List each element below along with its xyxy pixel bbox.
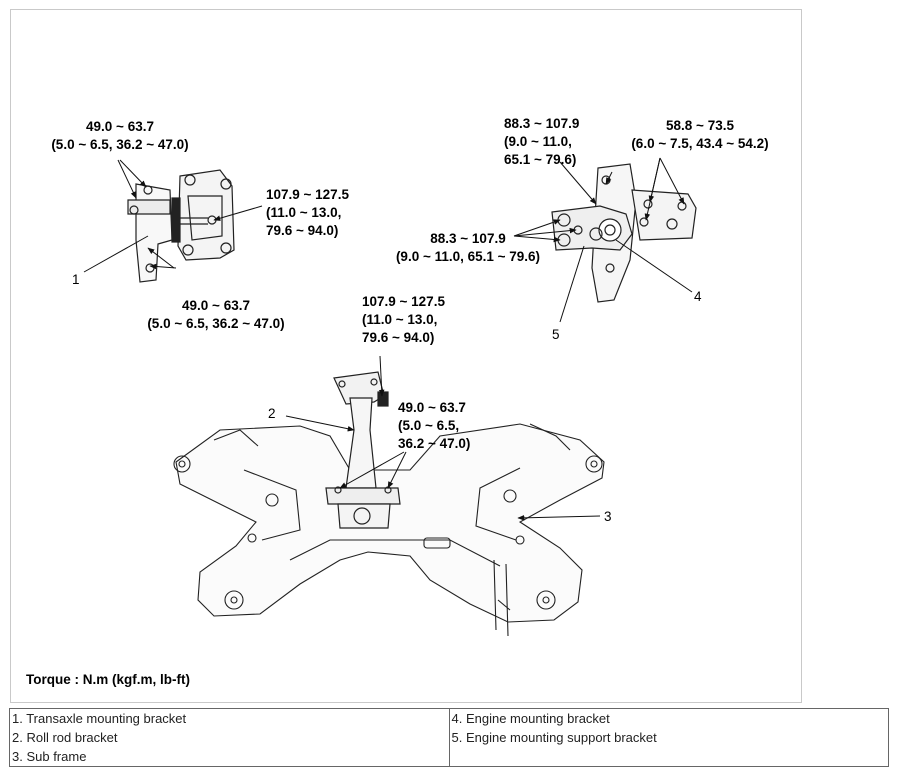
part-number-4: 4 (694, 289, 702, 304)
legend-item: 4. Engine mounting bracket (451, 711, 610, 726)
svg-text:(5.0 ~ 6.5, 36.2 ~ 47.0): (5.0 ~ 6.5, 36.2 ~ 47.0) (51, 137, 188, 152)
callout-roll-rod-bottom: 49.0 ~ 63.7 (5.0 ~ 6.5, 36.2 ~ 47.0) (398, 400, 470, 451)
torque-unit-label: Torque : N.m (kgf.m, lb-ft) (26, 672, 190, 687)
svg-text:79.6 ~ 94.0): 79.6 ~ 94.0) (266, 223, 338, 238)
svg-text:79.6 ~ 94.0): 79.6 ~ 94.0) (362, 330, 434, 345)
roll-rod-bracket (325, 371, 401, 529)
svg-text:107.9 ~ 127.5: 107.9 ~ 127.5 (362, 294, 445, 309)
parts-legend-table: 1. Transaxle mounting bracket 2. Roll ro… (9, 708, 889, 767)
svg-text:(9.0 ~ 11.0,: (9.0 ~ 11.0, (504, 134, 572, 149)
sub-frame (173, 423, 605, 637)
svg-text:58.8 ~ 73.5: 58.8 ~ 73.5 (666, 118, 734, 133)
svg-text:49.0 ~ 63.7: 49.0 ~ 63.7 (182, 298, 250, 313)
svg-text:49.0 ~ 63.7: 49.0 ~ 63.7 (86, 119, 154, 134)
part-number-5: 5 (552, 327, 560, 342)
leader-lines (83, 157, 693, 521)
callout-engine-top-left: 88.3 ~ 107.9 (9.0 ~ 11.0, 65.1 ~ 79.6) (504, 116, 579, 167)
svg-text:(9.0 ~ 11.0, 65.1 ~ 79.6): (9.0 ~ 11.0, 65.1 ~ 79.6) (396, 249, 540, 264)
callout-engine-support: 88.3 ~ 107.9 (9.0 ~ 11.0, 65.1 ~ 79.6) (396, 231, 540, 264)
legend-item: 3. Sub frame (12, 749, 87, 764)
part-number-2: 2 (268, 406, 276, 421)
legend-left-column: 1. Transaxle mounting bracket 2. Roll ro… (9, 708, 450, 767)
legend-right-column: 4. Engine mounting bracket 5. Engine mou… (448, 708, 889, 767)
legend-item: 2. Roll rod bracket (12, 730, 118, 745)
legend-item: 1. Transaxle mounting bracket (12, 711, 187, 726)
transaxle-mounting-bracket (127, 169, 235, 283)
svg-text:88.3 ~ 107.9: 88.3 ~ 107.9 (430, 231, 505, 246)
part-number-3: 3 (604, 509, 612, 524)
svg-text:(5.0 ~ 6.5,: (5.0 ~ 6.5, (398, 418, 459, 433)
engine-mounting-bracket (551, 163, 697, 303)
svg-text:(5.0 ~ 6.5, 36.2 ~ 47.0): (5.0 ~ 6.5, 36.2 ~ 47.0) (147, 316, 284, 331)
legend-item: 5. Engine mounting support bracket (451, 730, 657, 745)
svg-text:(11.0 ~ 13.0,: (11.0 ~ 13.0, (362, 312, 437, 327)
part-number-1: 1 (72, 272, 80, 287)
svg-text:65.1 ~ 79.6): 65.1 ~ 79.6) (504, 152, 576, 167)
svg-text:107.9 ~ 127.5: 107.9 ~ 127.5 (266, 187, 349, 202)
callout-transaxle-bottom: 49.0 ~ 63.7 (5.0 ~ 6.5, 36.2 ~ 47.0) (147, 298, 284, 331)
svg-text:88.3 ~ 107.9: 88.3 ~ 107.9 (504, 116, 579, 131)
callout-roll-rod-top: 107.9 ~ 127.5 (11.0 ~ 13.0, 79.6 ~ 94.0) (362, 294, 445, 345)
diagram-frame (10, 9, 802, 703)
svg-text:49.0 ~ 63.7: 49.0 ~ 63.7 (398, 400, 466, 415)
svg-text:(11.0 ~ 13.0,: (11.0 ~ 13.0, (266, 205, 341, 220)
callout-engine-top-right: 58.8 ~ 73.5 (6.0 ~ 7.5, 43.4 ~ 54.2) (631, 118, 768, 151)
callout-transaxle-top: 49.0 ~ 63.7 (5.0 ~ 6.5, 36.2 ~ 47.0) (51, 119, 188, 152)
svg-text:(6.0 ~ 7.5, 43.4 ~ 54.2): (6.0 ~ 7.5, 43.4 ~ 54.2) (631, 136, 768, 151)
callout-transaxle-side: 107.9 ~ 127.5 (11.0 ~ 13.0, 79.6 ~ 94.0) (266, 187, 349, 238)
svg-text:36.2 ~ 47.0): 36.2 ~ 47.0) (398, 436, 470, 451)
